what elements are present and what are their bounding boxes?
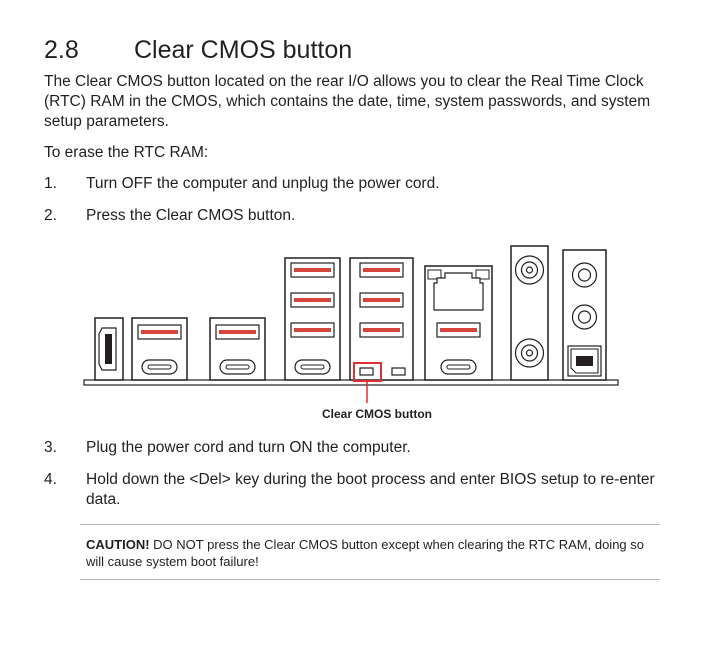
lan-usb-stack — [424, 265, 493, 381]
caution-note: CAUTION! DO NOT press the Clear CMOS but… — [80, 524, 660, 580]
step-text: Hold down the <Del> key during the boot … — [86, 471, 655, 508]
step-text: Plug the power cord and turn ON the comp… — [86, 439, 411, 456]
step-number: 3. — [44, 439, 57, 456]
hdmi-port — [94, 317, 124, 381]
caution-label: CAUTION! — [86, 537, 150, 552]
section-number: 2.8 — [44, 36, 79, 64]
clear-cmos-button-graphic — [359, 367, 374, 376]
caution-text: CAUTION! DO NOT press the Clear CMOS but… — [86, 536, 656, 570]
section-title: Clear CMOS button — [134, 36, 353, 64]
erase-label: To erase the RTC RAM: — [44, 144, 209, 161]
step-number: 4. — [44, 471, 57, 488]
audio-ports — [562, 249, 607, 381]
clear-cmos-callout-label: Clear CMOS button — [322, 407, 432, 421]
usb-stack-3 — [284, 257, 341, 381]
usb-stack-2 — [209, 317, 266, 381]
step-number: 2. — [44, 207, 57, 224]
wifi-antenna-ports — [510, 245, 549, 381]
step-text: Press the Clear CMOS button. — [86, 207, 296, 224]
bios-flashback-button — [391, 367, 406, 376]
rear-io-diagram — [83, 245, 619, 403]
step-number: 1. — [44, 175, 57, 192]
intro-paragraph: The Clear CMOS button located on the rea… — [44, 73, 651, 130]
usb-stack-1 — [131, 317, 188, 381]
usb-stack-4 — [349, 257, 414, 381]
caution-body: DO NOT press the Clear CMOS button excep… — [86, 537, 644, 569]
step-text: Turn OFF the computer and unplug the pow… — [86, 175, 440, 192]
